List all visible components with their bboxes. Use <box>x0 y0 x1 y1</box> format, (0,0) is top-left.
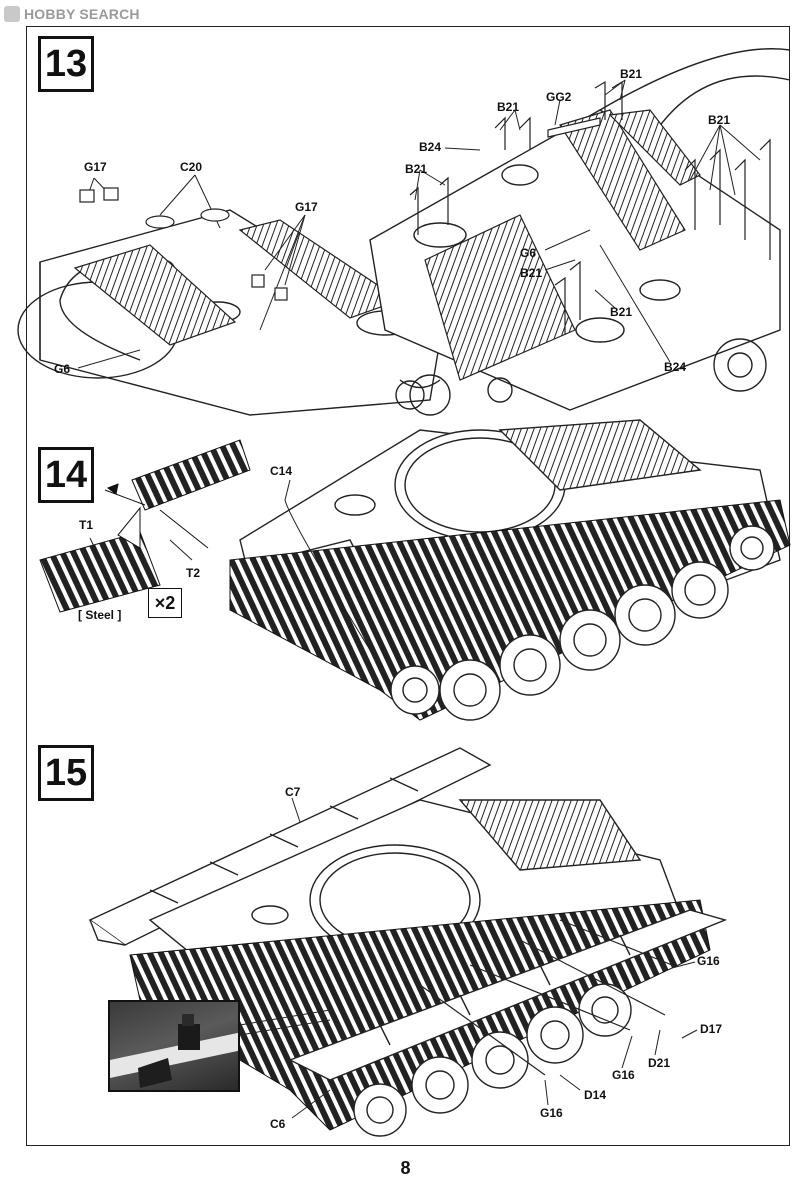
multiplier-text: ×2 <box>154 592 176 613</box>
page-number: 8 <box>400 1158 411 1178</box>
label-b24-lower: B24 <box>664 360 687 374</box>
step15-leader-lines <box>239 797 698 1119</box>
label-g16-bottom: G16 <box>540 1106 563 1120</box>
step13-leader-lines <box>77 79 761 369</box>
hobby-search-logo-icon <box>4 6 20 22</box>
detail-photo-inset <box>108 1000 240 1092</box>
label-d17: D17 <box>700 1022 723 1036</box>
watermark-text: HOBBY SEARCH <box>24 6 140 22</box>
label-g6-left: G6 <box>54 362 71 376</box>
step15-fender-c6 <box>288 909 728 1081</box>
step15-fender-c7 <box>88 747 492 946</box>
step14-leader-lines <box>89 479 371 651</box>
label-b24-top: B24 <box>419 140 442 154</box>
label-gg2: GG2 <box>546 90 572 104</box>
step14-track-run <box>229 499 791 721</box>
label-b21-mid: B21 <box>520 266 543 280</box>
label-b21-lower: B21 <box>610 305 633 319</box>
detail-photo-image <box>110 1014 238 1088</box>
step14-track-t1 <box>39 439 251 613</box>
label-d14: D14 <box>584 1088 607 1102</box>
step15-road-wheels <box>353 983 632 1137</box>
step-13-number: 13 <box>38 36 94 92</box>
label-g16-mid: G16 <box>612 1068 635 1082</box>
multiplier-box: ×2 <box>148 588 182 618</box>
label-g16-right: G16 <box>697 954 720 968</box>
label-g17-left: G17 <box>84 160 107 174</box>
label-t2: T2 <box>186 566 201 580</box>
label-b21-left: B21 <box>405 162 428 176</box>
label-d21: D21 <box>648 1056 671 1070</box>
label-c14: C14 <box>270 464 293 478</box>
label-b21-top-right: B21 <box>620 67 643 81</box>
step15-support-rods <box>419 919 673 1076</box>
label-b21-far-right: B21 <box>708 113 731 127</box>
label-c7: C7 <box>285 785 301 799</box>
label-c20: C20 <box>180 160 203 174</box>
step-15-number: 15 <box>38 745 94 801</box>
label-t1: T1 <box>79 518 94 532</box>
label-c6: C6 <box>270 1117 286 1131</box>
label-steel: [ Steel ] <box>78 608 122 622</box>
instruction-frame <box>26 26 790 1146</box>
label-b21-top-center: B21 <box>497 100 520 114</box>
watermark: HOBBY SEARCH <box>4 4 140 24</box>
step13-right-grills <box>424 109 701 381</box>
step14-road-wheels <box>390 525 775 721</box>
label-g17-mid: G17 <box>295 200 318 214</box>
step13-part-pieces <box>79 80 771 335</box>
label-g6-right: G6 <box>520 246 537 260</box>
step-14-number: 14 <box>38 447 94 503</box>
